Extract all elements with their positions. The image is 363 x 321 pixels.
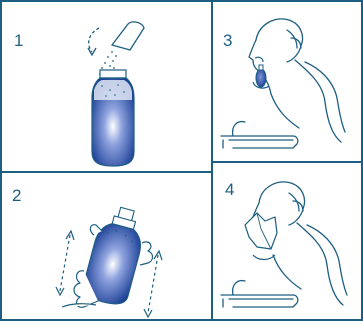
shake-bottle-illustration bbox=[2, 173, 211, 319]
person-blowing-nose-illustration bbox=[213, 163, 361, 319]
pour-powder-illustration bbox=[2, 2, 211, 171]
step-1-panel: 1 bbox=[0, 0, 213, 173]
step-2-panel: 2 bbox=[0, 171, 213, 321]
step-4-panel: 4 bbox=[211, 161, 363, 321]
step-3-panel: 3 bbox=[211, 0, 363, 163]
person-irrigating-nose-illustration bbox=[213, 2, 361, 161]
